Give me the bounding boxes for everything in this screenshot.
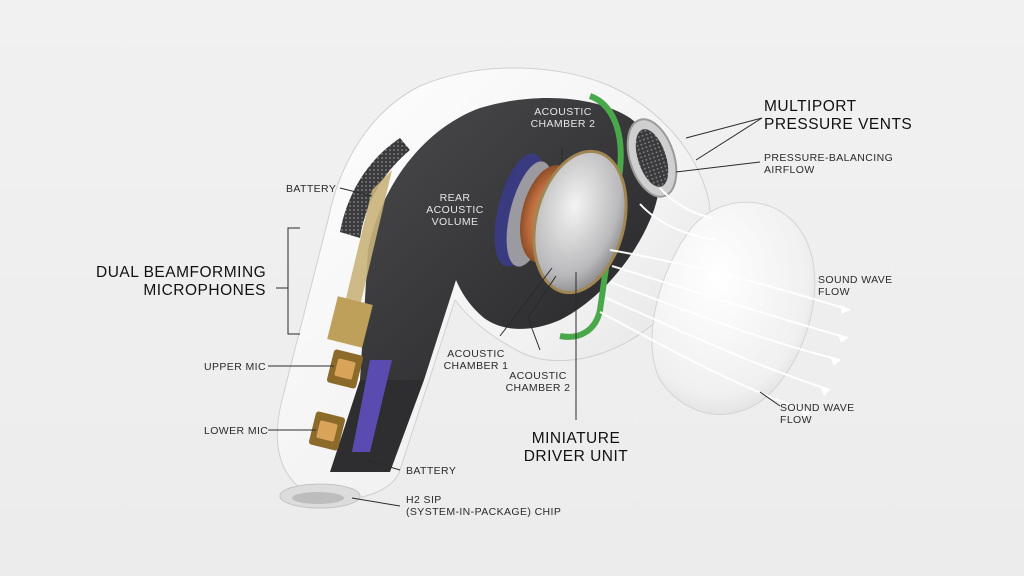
leader-lines [268, 117, 781, 507]
label-h2-sip-chip: H2 SIP (SYSTEM-IN-PACKAGE) CHIP [406, 494, 562, 518]
label-sound-wave-flow-lower: SOUND WAVE FLOW [780, 402, 855, 426]
label-pressure-balancing-airflow: PRESSURE-BALANCING AIRFLOW [764, 152, 894, 176]
battery-pack [327, 296, 373, 348]
sound-wave-arrowheads [800, 305, 850, 418]
label-acoustic-chamber-2-bottom: ACOUSTIC CHAMBER 2 [505, 370, 571, 394]
flex-circuit [352, 360, 392, 452]
label-multiport-pressure-vents: MULTIPORT PRESSURE VENTS [764, 98, 913, 133]
label-lower-mic: LOWER MIC [204, 425, 269, 437]
upper-mic-component [326, 349, 364, 389]
pressure-vent [626, 118, 678, 198]
sound-wave-arrows [599, 249, 851, 413]
label-miniature-driver-unit: MINIATURE DRIVER UNIT [523, 430, 629, 465]
label-acoustic-chamber-2-top: ACOUSTIC CHAMBER 2 [530, 106, 596, 130]
label-sound-wave-flow-upper: SOUND WAVE FLOW [818, 274, 893, 298]
label-dual-beamforming-microphones: DUAL BEAMFORMING MICROPHONES [96, 264, 267, 299]
label-acoustic-chamber-1: ACOUSTIC CHAMBER 1 [443, 348, 509, 372]
label-upper-mic: UPPER MIC [204, 361, 266, 373]
driver-unit [494, 149, 628, 295]
pressure-airflow-arrows [639, 187, 717, 241]
lower-mic-component [308, 411, 346, 451]
label-rear-acoustic-volume: REAR ACOUSTIC VOLUME [426, 192, 484, 228]
label-battery-bottom: BATTERY [406, 465, 457, 477]
battery-cell [336, 170, 392, 340]
label-battery-top: BATTERY [286, 183, 337, 195]
